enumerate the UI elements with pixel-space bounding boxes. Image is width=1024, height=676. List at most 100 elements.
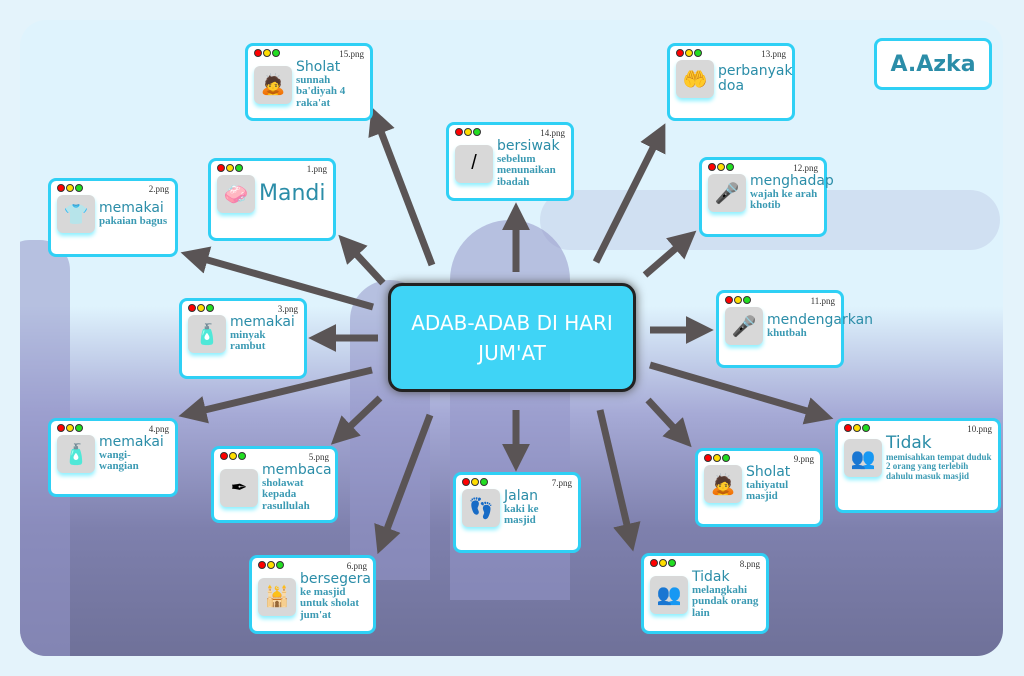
- file-name: 5.png: [308, 452, 329, 462]
- card-title: Mandi: [259, 181, 326, 207]
- window-dots: [217, 164, 327, 172]
- yellow-dot-icon: [267, 561, 275, 569]
- yellow-dot-icon: [685, 49, 693, 57]
- miswak-stick-icon: /: [455, 144, 493, 183]
- file-name: 8.png: [739, 559, 760, 569]
- card-8[interactable]: 8.png 👥 Tidak melangkahi pundak orang la…: [641, 553, 769, 634]
- card-subtitle: wangi-wangian: [99, 448, 139, 473]
- green-dot-icon: [862, 424, 870, 432]
- card-12[interactable]: 12.png 🎤 menghadap wajah ke arah khotib: [699, 157, 834, 237]
- yellow-dot-icon: [263, 49, 271, 57]
- file-name: 9.png: [793, 454, 814, 464]
- card-subtitle: sholawat kepada rasullulah: [262, 476, 310, 512]
- card-title: memakai: [99, 199, 164, 216]
- card-6[interactable]: 6.png 🕌 bersegera ke masjid untuk sholat…: [249, 555, 376, 634]
- card-title: menghadap: [750, 173, 834, 190]
- file-name: 3.png: [277, 304, 298, 314]
- card-7[interactable]: 7.png 👣 Jalan kaki ke masjid: [453, 472, 581, 553]
- red-dot-icon: [188, 304, 196, 312]
- people-icon: 👥: [844, 439, 882, 478]
- file-name: 4.png: [148, 424, 169, 434]
- card-subtitle: melangkahi pundak orang lain: [692, 583, 759, 619]
- green-dot-icon: [235, 164, 243, 172]
- card-subtitle: memisahkan tempat duduk 2 orang yang ter…: [886, 451, 992, 481]
- soap-icon: 🧼: [217, 175, 255, 213]
- preacher-podium-icon: 🎤: [725, 307, 763, 345]
- central-topic: ADAB-ADAB DI HARI JUM'AT: [388, 283, 636, 392]
- card-3[interactable]: 3.png 🧴 memakai minyak rambut: [179, 298, 307, 379]
- arrow-to-8: [596, 409, 641, 552]
- card-title: perbanyak doa: [718, 63, 793, 94]
- calligraphy-icon: ✒: [220, 468, 258, 507]
- window-dots: [462, 478, 572, 486]
- file-name: 1.png: [306, 164, 327, 174]
- file-name: 13.png: [761, 49, 786, 59]
- green-dot-icon: [206, 304, 214, 312]
- arrow-to-1: [338, 234, 386, 286]
- card-11[interactable]: 11.png 🎤 mendengarkan khutbah: [716, 290, 873, 368]
- card-subtitle: pakaian bagus: [99, 214, 168, 227]
- card-subtitle: sebelum menunaikan ibadah: [497, 152, 556, 188]
- window-dots: [57, 424, 169, 432]
- card-15[interactable]: 15.png 🙇 Sholat sunnah ba'diyah 4 raka'a…: [245, 43, 373, 121]
- yellow-dot-icon: [659, 559, 667, 567]
- card-4[interactable]: 4.png 🧴 memakai wangi-wangian: [48, 418, 178, 497]
- red-dot-icon: [217, 164, 225, 172]
- green-dot-icon: [276, 561, 284, 569]
- card-2[interactable]: 2.png 👕 memakai pakaian bagus: [48, 178, 178, 257]
- card-13[interactable]: 13.png 🤲 perbanyak doa: [667, 43, 795, 121]
- card-title: bersegera: [300, 571, 371, 587]
- card-subtitle: tahiyatul masjid: [746, 478, 789, 503]
- arrow-to-12: [642, 230, 697, 278]
- card-title: memakai: [230, 314, 295, 331]
- card-subtitle: minyak rambut: [230, 328, 266, 353]
- yellow-dot-icon: [197, 304, 205, 312]
- logo-badge: A.Azka: [874, 38, 992, 90]
- yellow-dot-icon: [464, 128, 472, 136]
- footsteps-icon: 👣: [462, 489, 500, 527]
- window-dots: [650, 559, 760, 567]
- window-dots: [844, 424, 992, 432]
- arrow-to-9: [645, 397, 692, 448]
- yellow-dot-icon: [734, 296, 742, 304]
- central-title: ADAB-ADAB DI HARI JUM'AT: [411, 310, 613, 365]
- card-subtitle: sunnah ba'diyah 4 raka'at: [296, 73, 346, 109]
- red-dot-icon: [220, 452, 228, 460]
- card-title: Tidak: [886, 433, 932, 453]
- perfume-bottle-icon: 🧴: [188, 315, 226, 353]
- yellow-dot-icon: [853, 424, 861, 432]
- card-9[interactable]: 9.png 🙇 Sholat tahiyatul masjid: [695, 448, 823, 527]
- preacher-podium-icon: 🎤: [708, 174, 746, 212]
- card-title: mendengarkan: [767, 311, 874, 328]
- yellow-dot-icon: [713, 454, 721, 462]
- window-dots: [725, 296, 835, 304]
- red-dot-icon: [676, 49, 684, 57]
- yellow-dot-icon: [66, 424, 74, 432]
- card-10[interactable]: 10.png 👥 Tidak memisahkan tempat duduk 2…: [835, 418, 1001, 513]
- red-dot-icon: [462, 478, 470, 486]
- window-dots: [57, 184, 169, 192]
- card-14[interactable]: 14.png / bersiwak sebelum menunaikan iba…: [446, 122, 574, 201]
- red-dot-icon: [57, 184, 65, 192]
- green-dot-icon: [668, 559, 676, 567]
- arrow-to-6: [374, 413, 434, 555]
- logo-text: A.Azka: [890, 51, 976, 77]
- red-dot-icon: [725, 296, 733, 304]
- yellow-dot-icon: [717, 163, 725, 171]
- card-subtitle: wajah ke arah khotib: [750, 187, 818, 212]
- green-dot-icon: [272, 49, 280, 57]
- file-name: 2.png: [148, 184, 169, 194]
- card-title: memakai: [99, 434, 164, 451]
- arrow-to-13: [592, 123, 666, 264]
- file-name: 14.png: [540, 128, 565, 138]
- green-dot-icon: [238, 452, 246, 460]
- card-5[interactable]: 5.png ✒ membaca sholawat kepada rasullul…: [211, 446, 338, 523]
- window-dots: [220, 452, 329, 460]
- shirt-icon: 👕: [57, 195, 95, 233]
- red-dot-icon: [455, 128, 463, 136]
- window-dots: [188, 304, 298, 312]
- green-dot-icon: [726, 163, 734, 171]
- card-1[interactable]: 1.png 🧼 Mandi: [208, 158, 336, 241]
- people-icon: 👥: [650, 575, 688, 614]
